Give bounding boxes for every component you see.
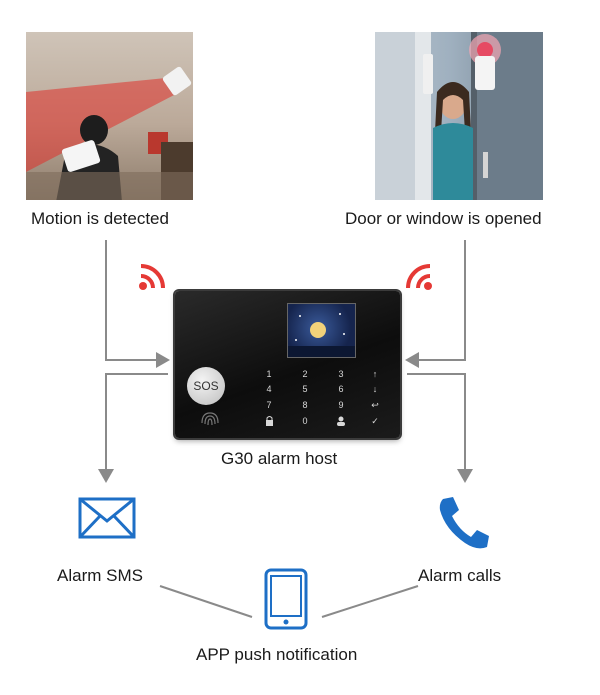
device-screen <box>287 303 356 358</box>
door-opened-label: Door or window is opened <box>345 209 542 228</box>
smartphone-icon <box>264 568 308 630</box>
phone-icon <box>439 497 489 549</box>
host-to-sms-arrow <box>98 373 168 483</box>
door-to-host-arrow <box>405 240 466 368</box>
key-back[interactable]: ↩ <box>371 400 379 410</box>
motion-detected-photo <box>26 32 193 200</box>
key-2[interactable]: 2 <box>302 369 308 379</box>
wifi-signal-icon <box>139 264 165 290</box>
motion-to-host-arrow <box>105 240 170 368</box>
fingerprint-icon <box>201 412 219 426</box>
key-1[interactable]: 1 <box>266 369 272 379</box>
app-push-label: APP push notification <box>196 645 358 664</box>
key-9[interactable]: 9 <box>338 400 344 410</box>
key-8[interactable]: 8 <box>302 400 308 410</box>
alarm-calls-label: Alarm calls <box>418 566 502 585</box>
wifi-signal-icon <box>406 264 432 290</box>
user-icon[interactable] <box>332 415 350 427</box>
key-0[interactable]: 0 <box>302 416 308 426</box>
alarm-sms-label: Alarm SMS <box>57 566 143 585</box>
envelope-icon <box>78 497 136 539</box>
key-up[interactable]: ↑ <box>372 369 378 379</box>
key-6[interactable]: 6 <box>338 384 344 394</box>
keypad: 1 2 3 ↑ 4 5 6 ↓ 7 8 9 ↩ 0 ✓ <box>260 368 390 430</box>
sos-button[interactable]: SOS <box>187 367 225 405</box>
motion-detected-label: Motion is detected <box>31 209 169 228</box>
key-down[interactable]: ↓ <box>372 384 378 394</box>
key-7[interactable]: 7 <box>266 400 272 410</box>
alarm-host-label: G30 alarm host <box>221 449 338 468</box>
calls-to-app-line <box>321 585 419 618</box>
key-confirm[interactable]: ✓ <box>371 416 379 426</box>
key-3[interactable]: 3 <box>338 369 344 379</box>
key-5[interactable]: 5 <box>302 384 308 394</box>
door-opened-photo <box>375 32 543 200</box>
lock-icon[interactable] <box>260 415 278 427</box>
key-4[interactable]: 4 <box>266 384 272 394</box>
sms-to-app-line <box>159 585 253 618</box>
host-to-calls-arrow <box>407 373 473 483</box>
